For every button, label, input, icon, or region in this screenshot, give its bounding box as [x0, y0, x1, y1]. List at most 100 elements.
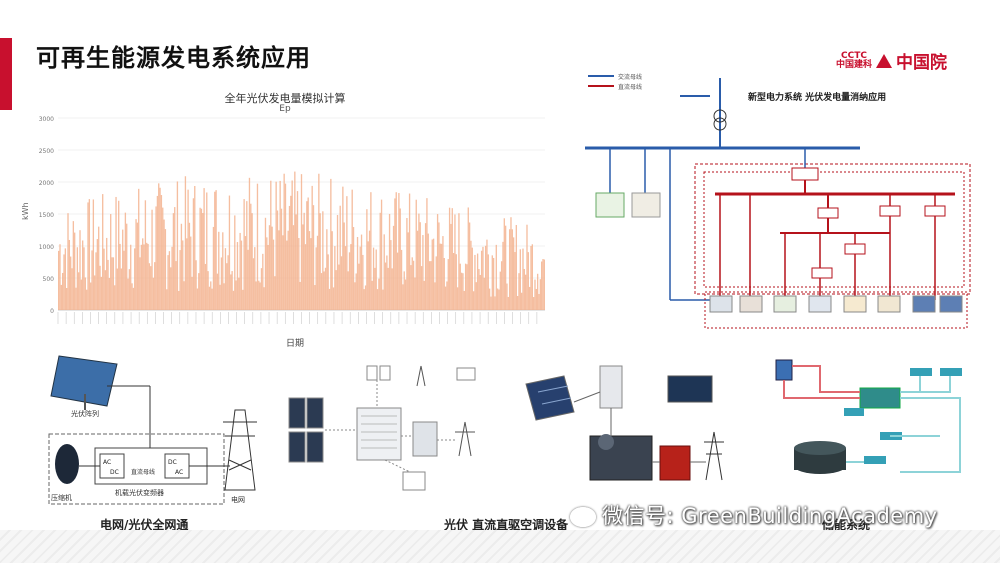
chart-bar	[411, 257, 413, 310]
chart-bar	[388, 213, 391, 310]
chart-bar	[246, 201, 248, 310]
chart-bar	[492, 257, 495, 310]
chart-bar	[394, 198, 396, 310]
dc-converter-icon	[879, 205, 901, 217]
chart-bar	[151, 209, 153, 310]
chart-series-label: Ep	[279, 104, 291, 114]
chart-bar	[390, 240, 392, 310]
pv-inverter-icon	[599, 365, 623, 409]
chart-bar	[96, 239, 99, 310]
chart-bar	[146, 242, 148, 310]
chart-bar	[71, 268, 73, 310]
chart-bar	[472, 291, 475, 310]
chart-y-tick-label: 3000	[39, 116, 54, 123]
chart-bar	[262, 253, 264, 310]
chart-bar	[502, 241, 504, 310]
chart-bar	[100, 276, 103, 310]
chart-bar	[430, 261, 432, 310]
chart-bar	[524, 274, 527, 310]
chart-bar	[523, 268, 525, 310]
pv-panel-icon	[939, 295, 963, 313]
logo-cctc: CCTC	[841, 50, 867, 61]
chart-bar	[211, 288, 213, 310]
chart-bar	[336, 215, 339, 310]
chart-bar	[238, 277, 240, 310]
chart-bar	[171, 246, 173, 310]
grid-pv-diagram: 光伏阵列 压缩机 AC DC DC AC 直流母线 机载光伏变频器 电网	[48, 355, 257, 505]
chart-bar	[451, 208, 453, 310]
chart-bar	[404, 279, 407, 310]
chart-bar	[62, 272, 64, 310]
chart-bar	[202, 213, 204, 310]
chart-bar	[539, 279, 541, 310]
chart-bar	[512, 237, 515, 310]
chart-bar	[243, 199, 245, 310]
chart-bar	[116, 268, 119, 310]
chart-bar	[511, 229, 513, 310]
chart-series-area	[58, 171, 545, 310]
chart-bar	[268, 225, 271, 310]
chart-bar	[299, 281, 301, 310]
chart-bar	[178, 290, 180, 310]
chart-bar	[58, 250, 60, 310]
chart-bar	[291, 180, 293, 310]
chart-bar	[440, 243, 443, 310]
chart-bar	[284, 183, 287, 310]
chart-bar	[386, 255, 388, 310]
chart-bar	[196, 288, 199, 310]
chart-bar	[156, 195, 159, 310]
chart-bar	[332, 287, 335, 310]
chart-bar	[255, 281, 257, 310]
chart-bar	[168, 251, 171, 310]
chart-bar	[482, 246, 484, 310]
chart-bar	[420, 266, 423, 310]
chart-bar	[226, 263, 228, 310]
chart-bar	[456, 287, 459, 310]
transformer-icon	[713, 117, 727, 131]
chart-bar	[162, 207, 164, 310]
chart-bar	[407, 232, 409, 310]
chart-bar	[364, 285, 367, 310]
chart-bar	[328, 288, 331, 310]
chart-bar	[535, 288, 537, 310]
chart-bar	[74, 232, 76, 310]
chart-bar	[488, 288, 491, 310]
chart-bar	[106, 237, 108, 310]
chart-y-tick-label: 0	[50, 308, 54, 315]
chart-bar	[354, 282, 356, 310]
chart-bar	[316, 235, 319, 310]
chart-bar	[347, 271, 349, 310]
chart-bar	[320, 273, 323, 310]
chart-bar	[231, 271, 233, 310]
chart-bar	[78, 272, 80, 310]
chart-bar	[483, 277, 485, 310]
chart-bar	[290, 195, 292, 310]
chart-bar	[406, 218, 408, 310]
chart-bar	[526, 224, 528, 310]
chart-bar	[224, 248, 227, 310]
chart-bar	[139, 257, 141, 310]
chart-bar	[99, 265, 101, 310]
chart-title: 全年光伏发电量模拟计算	[224, 92, 346, 105]
unit-boundary	[48, 433, 225, 505]
chart-bar	[82, 240, 84, 310]
chart-bar	[283, 173, 285, 310]
chart-bar	[334, 246, 336, 310]
chart-bar	[98, 226, 100, 310]
chart-bar	[180, 223, 183, 310]
chart-bar	[487, 254, 489, 310]
chart-bar	[59, 244, 61, 310]
chart-bar	[68, 239, 71, 310]
ac-unit-grille	[361, 415, 397, 449]
chart-bar	[232, 290, 235, 310]
chart-bar	[327, 254, 329, 310]
device-icon	[877, 295, 901, 313]
chart-bar	[303, 212, 305, 310]
chart-bar	[298, 238, 300, 310]
connection-lines	[325, 380, 457, 473]
monitor-icon	[456, 367, 476, 381]
chart-bar	[208, 286, 211, 310]
chart-bar	[188, 222, 191, 310]
chart-bar	[319, 213, 321, 310]
